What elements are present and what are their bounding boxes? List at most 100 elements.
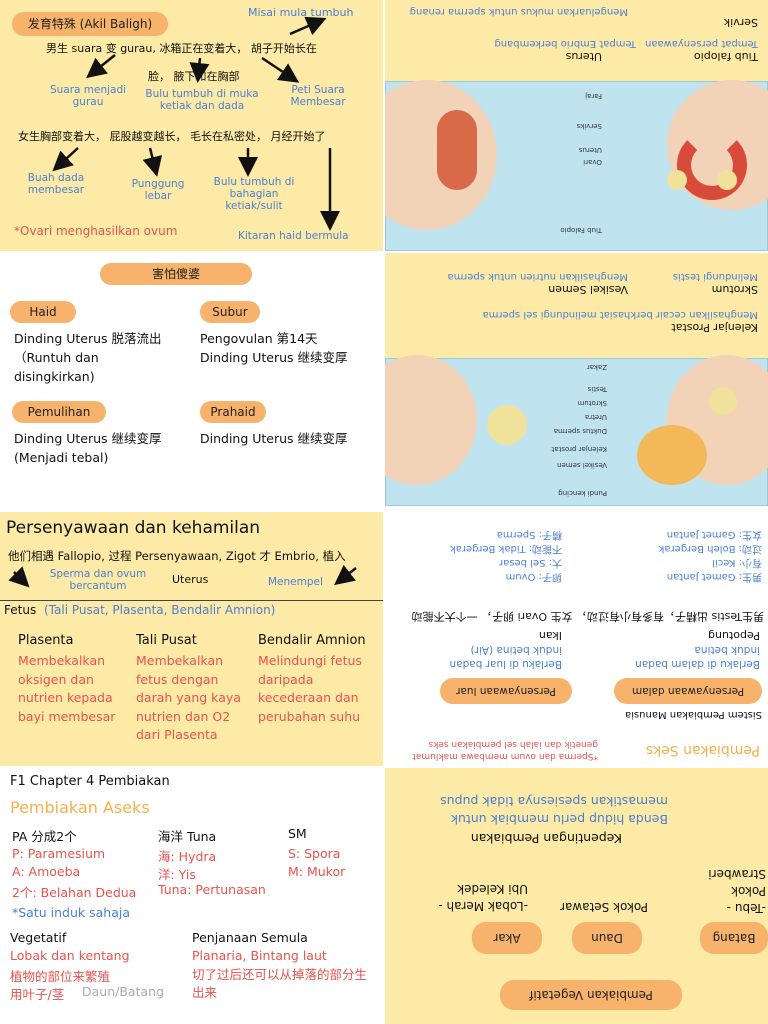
anat-label-duktus: Duktus sperma (553, 427, 607, 435)
anat-label-zakar: Zakar (586, 363, 607, 371)
pemulihan-pill: Pemulihan (12, 401, 106, 423)
male-anatomy-image: Zakar Testis Skrotum Uretra Duktus sperm… (385, 355, 768, 506)
haid-pill: Haid (10, 301, 76, 323)
akar-pill: Akar (472, 922, 542, 954)
vegetatif-pill: Pembiakan Vegetatif (500, 980, 682, 1010)
ovari-note: *Ovari menghasilkan ovum (14, 224, 178, 238)
puberty-badge: 发育特殊 (Akil Baligh) (12, 12, 168, 36)
pembiakan-seks-title: Pembiakan Seks (645, 742, 760, 758)
fetus-label: Fetus (4, 603, 37, 617)
male-system-flipped: Skrotum Melindungi testis Vesikel Semen … (385, 253, 768, 506)
puberty-panel: 发育特殊 (Akil Baligh) Misai mula tumbuh 男生 … (0, 0, 383, 251)
satu-note: *Satu induk sahaja (12, 905, 130, 920)
daun-examples: Pokok Setawar (560, 900, 648, 914)
subur-pill: Subur (200, 301, 260, 323)
batang-pill: Batang (700, 922, 768, 954)
tali-title: Tali Pusat (136, 633, 197, 648)
peti-label: Peti Suara Membesar (290, 84, 346, 108)
anat-label-uretra: Uretra (584, 413, 607, 421)
tidak-label: 不能动: Tidak Bergerak (449, 543, 562, 554)
plasenta-title: Plasenta (18, 633, 74, 648)
betina-label: 女生: Gamet Jantan (666, 529, 762, 540)
anat-label-ovari: Ovari (583, 158, 602, 166)
prostat-title: Kelenjar Prostat (671, 321, 758, 334)
fetus-list: (Tali Pusat, Plasenta, Bendalir Amnion) (44, 603, 276, 617)
chapter-title: F1 Chapter 4 Pembiakan (10, 774, 170, 789)
dalam-a: Pepotung (708, 629, 760, 642)
bulu-bahagian-label: Bulu tumbuh di bahagian ketiak/sulit (213, 176, 295, 212)
vegetatif-leaf: 用叶子/茎 (10, 987, 65, 1002)
anat-label-pundi: Pundi kencing (558, 489, 607, 497)
female-system-flipped: Servik Mengeluarkan mukus untuk sperma r… (385, 0, 768, 251)
fetus-divider (0, 600, 383, 601)
daun-pill: Daun (572, 922, 642, 954)
testis-line: 男生Testis 出精子，有多有小有过动， 女生 Ovari 卵子， 一个大不能… (411, 610, 764, 623)
fertilization-title: Persenyawaan dan kehamilan (6, 518, 261, 538)
luar-a: Ikan (538, 629, 562, 642)
bulu-muka-label: Bulu tumbuh di muka ketiak dan dada (145, 88, 259, 112)
jantan-label: 男生: Gamet Jantan (666, 571, 762, 582)
kepentingan-desc: Benda hidup perlu membiak untuk memastik… (440, 794, 668, 827)
sexual-flipped: Pembiakan Seks *Sperma dan ovum membawa … (385, 512, 768, 766)
semula-cn: 切了过后还可以从掉落的部分生出来 (192, 967, 368, 1000)
uterus-title: Uterus (565, 50, 602, 63)
tali-desc: Membekalkan fetus dengan darah yang kaya… (136, 653, 241, 742)
punggung-label: Punggung lebar (131, 178, 185, 202)
kepentingan-title: Kepentingan Pembiakan (470, 831, 622, 846)
subur-text: Pengovulan 第14天 Dinding Uterus 继续变厚 (200, 331, 348, 365)
skrotum-desc: Melindungi testis (672, 271, 758, 282)
sperma-label: 精子: Sperma (496, 529, 562, 540)
vegetatif-title: Vegetatif (10, 930, 67, 945)
kecil-label: 有小: Kecil (712, 557, 762, 568)
tuna-y: 洋: Yis (158, 867, 196, 882)
vesikel-title: Vesikel Semen (548, 283, 628, 296)
servik-title: Servik (723, 16, 758, 29)
menempel-label: Menempel (268, 576, 323, 588)
sperma-note: *Sperma dan ovum membawa maklumat geneti… (412, 739, 598, 761)
anat-label-vesikel: Vesikel semen (557, 461, 607, 469)
pa-2: 2个: Belahan Dedua (12, 885, 137, 900)
anat-label-testis: Testis (587, 385, 607, 393)
suara-label: Suara menjadi gurau (49, 84, 127, 108)
fertilization-line: 他们相遇 Fallopio, 过程 Persenyawaan, Zigot 才 … (8, 549, 346, 563)
vegetatif-cn: 植物的部位来繁殖 (10, 969, 111, 984)
sistem-label: Sistem Pembiakan Manusia (625, 709, 762, 720)
vegetative-panel: Pembiakan Vegetatif Batang Daun Akar -Te… (385, 768, 768, 1024)
prahaid-text: Dinding Uterus 继续变厚 (200, 431, 348, 446)
menstrual-badge: 害怕傻婆 (100, 263, 252, 285)
semula-title: Penjanaan Semula (192, 930, 308, 945)
servik-desc: Mengeluarkan mukus untuk sperma renang (409, 6, 628, 17)
uterus-desc: Tempat Embrio berkembang (494, 38, 636, 49)
sm-m: M: Mukor (288, 864, 346, 879)
anat-label-uterus: Uterus (578, 146, 602, 154)
prahaid-pill: Prahaid (200, 401, 266, 423)
prostat-desc: Menghasilkan cecair berkhasiat melindung… (482, 309, 758, 320)
female-anatomy-image: Faraj Serviks Uterus Ovari Tiub Falopio (385, 80, 768, 251)
aseks-title: Pembiakan Aseks (10, 798, 150, 817)
besar-label: 大: Sel besar (499, 557, 562, 568)
dalam-pill: Persenyawaan dalam (614, 678, 762, 704)
tuna-title: 海洋 Tuna (158, 829, 217, 844)
anat-label-tiub: Tiub Falopio (560, 226, 602, 234)
sm-title: SM (288, 826, 307, 841)
akar-examples: -Lobak Merah -Ubi Keledek (438, 882, 528, 913)
ovum-label: 卵子: Ovum (505, 571, 562, 582)
plasenta-desc: Membekalkan oksigen dan nutrien kepada b… (18, 653, 116, 724)
vegetatif-ex: Lobak dan kentang (10, 948, 130, 963)
anat-label-serviks: Serviks (576, 122, 602, 130)
anat-label-prostat: Kelenjar prostat (551, 445, 607, 453)
bergerak-label: 过动: Boleh Bergerak (658, 543, 762, 554)
misai-label: Misai mula tumbuh (248, 6, 354, 19)
uterus-label: Uterus (172, 573, 209, 586)
luar-pill: Persenyawaan luar (440, 678, 572, 704)
male-system-panel: Skrotum Melindungi testis Vesikel Semen … (385, 253, 768, 506)
boys-line1: 男生 suara 变 gurau, 冰箱正在变着大， 胡子开始长在 (46, 42, 317, 55)
bendalir-title: Bendalir Amnion (258, 633, 366, 648)
pa-title: PA 分成2个 (12, 829, 77, 844)
tuna-t: Tuna: Pertunasan (158, 882, 266, 897)
vegetative-flipped: Pembiakan Vegetatif Batang Daun Akar -Te… (385, 768, 768, 1024)
sperma-bercantum: Sperma dan ovum bercantum (49, 568, 147, 592)
vesikel-desc: Menghasilkan nutrien untuk sperma (447, 271, 628, 282)
sexual-reproduction-panel: Pembiakan Seks *Sperma dan ovum membawa … (385, 512, 768, 766)
bendalir-desc: Melindungi fetus daripada kecederaan dan… (258, 653, 362, 724)
